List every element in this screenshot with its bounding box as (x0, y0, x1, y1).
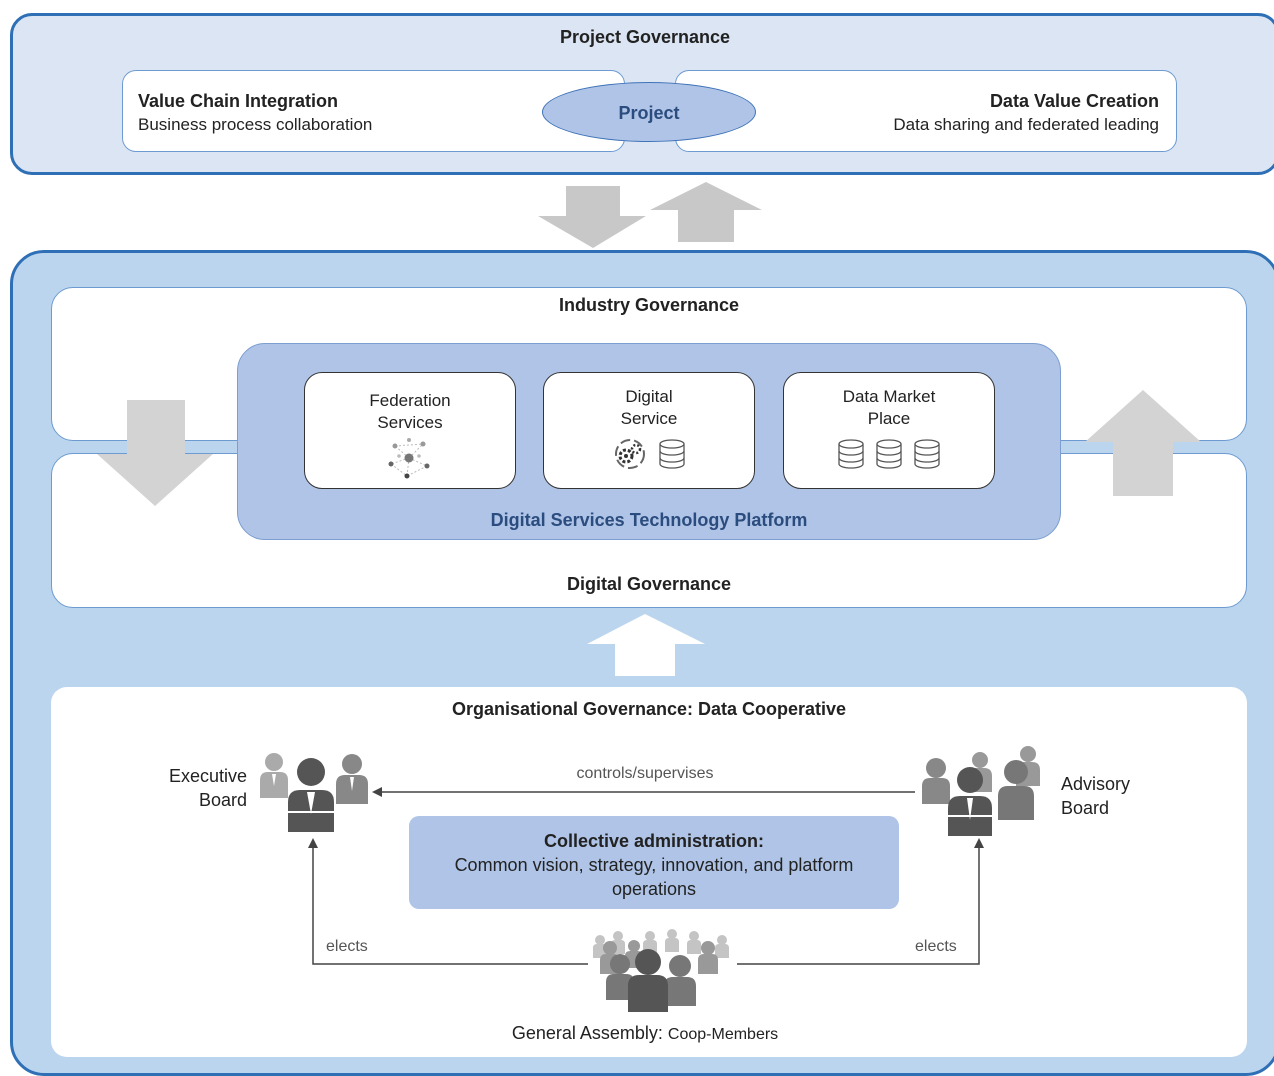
person-icon (260, 753, 288, 798)
database-icon (876, 439, 902, 469)
advisory-board-icon (922, 746, 1040, 836)
value-chain-subtitle: Business process collaboration (138, 115, 373, 134)
person-icon (336, 754, 368, 804)
advisory-line2: Board (1061, 798, 1110, 818)
digital-service-line2: Service (620, 409, 678, 428)
data-value-subtitle: Data sharing and federated leading (893, 115, 1159, 134)
data-market-line1: Data Market (842, 387, 936, 406)
person-icon (606, 954, 634, 1000)
flow-arrows-top (538, 182, 762, 248)
person-icon (664, 955, 696, 1006)
data-market-line2: Place (867, 409, 911, 428)
value-chain-title: Value Chain Integration (138, 91, 339, 111)
value-chain-box (122, 70, 625, 152)
elects-right-label: elects (915, 938, 957, 955)
project-governance-title: Project Governance (559, 27, 731, 47)
person-icon (922, 758, 950, 804)
up-arrow-right (1085, 390, 1201, 496)
person-icon (628, 949, 668, 1012)
collective-line2: operations (611, 879, 697, 899)
advisory-line1: Advisory (1061, 774, 1131, 794)
down-arrow (538, 186, 646, 248)
person-icon (698, 941, 718, 974)
executive-line1: Executive (168, 766, 247, 786)
platform-title: Digital Services Technology Platform (490, 510, 808, 530)
advisory-board-label: Advisory Board (1061, 772, 1130, 820)
database-icon (838, 439, 864, 469)
executive-board-icon (260, 753, 368, 832)
executive-board-label: Executive Board (169, 764, 247, 812)
up-arrow (650, 182, 762, 242)
industry-governance-title: Industry Governance (558, 295, 740, 315)
up-arrow-white (587, 614, 705, 676)
elects-arrow-right (737, 838, 984, 965)
databases-icon (838, 439, 940, 469)
person-icon (998, 760, 1034, 820)
collective-title: Collective administration: (543, 831, 765, 851)
network-icon (388, 438, 430, 479)
executive-line2: Board (198, 790, 247, 810)
project-label: Project (618, 103, 680, 123)
collective-administration-box (409, 816, 899, 909)
person-icon (288, 758, 334, 832)
controls-arrow (372, 787, 915, 797)
person-icon (665, 929, 679, 952)
collective-line1: Common vision, strategy, innovation, and… (454, 855, 854, 875)
controls-label: controls/supervises (576, 765, 714, 782)
person-icon (687, 931, 701, 954)
person-icon (948, 767, 992, 836)
organisational-title: Organisational Governance: Data Cooperat… (451, 699, 847, 719)
general-assembly-icon (593, 929, 729, 1012)
digital-service-line1: Digital (625, 387, 673, 406)
collective-administration-text: Collective administration: Common vision… (409, 829, 899, 901)
project-ellipse (542, 82, 756, 142)
federation-label-line1: Federation (369, 391, 451, 410)
data-market-place-box (783, 372, 995, 489)
down-arrow-left (97, 400, 213, 506)
federation-services-box (304, 372, 516, 489)
data-market-label: Data Market Place (783, 386, 995, 430)
database-icon (914, 439, 940, 469)
digital-service-box (543, 372, 755, 489)
elects-arrow-left (308, 838, 588, 965)
federation-services-label: Federation Services (304, 390, 516, 434)
assembly-label-main: General Assembly: (511, 1023, 668, 1043)
general-assembly-label: General Assembly: Coop-Members (400, 1023, 890, 1044)
assembly-label-sub: Coop-Members (667, 1026, 779, 1043)
digital-governance-title: Digital Governance (566, 574, 732, 594)
gear-database-icon (615, 439, 685, 469)
person-icon (715, 935, 729, 958)
federation-label-line2: Services (377, 413, 443, 432)
data-value-title: Data Value Creation (989, 91, 1159, 111)
digital-service-label: Digital Service (543, 386, 755, 430)
elects-left-label: elects (326, 938, 368, 955)
